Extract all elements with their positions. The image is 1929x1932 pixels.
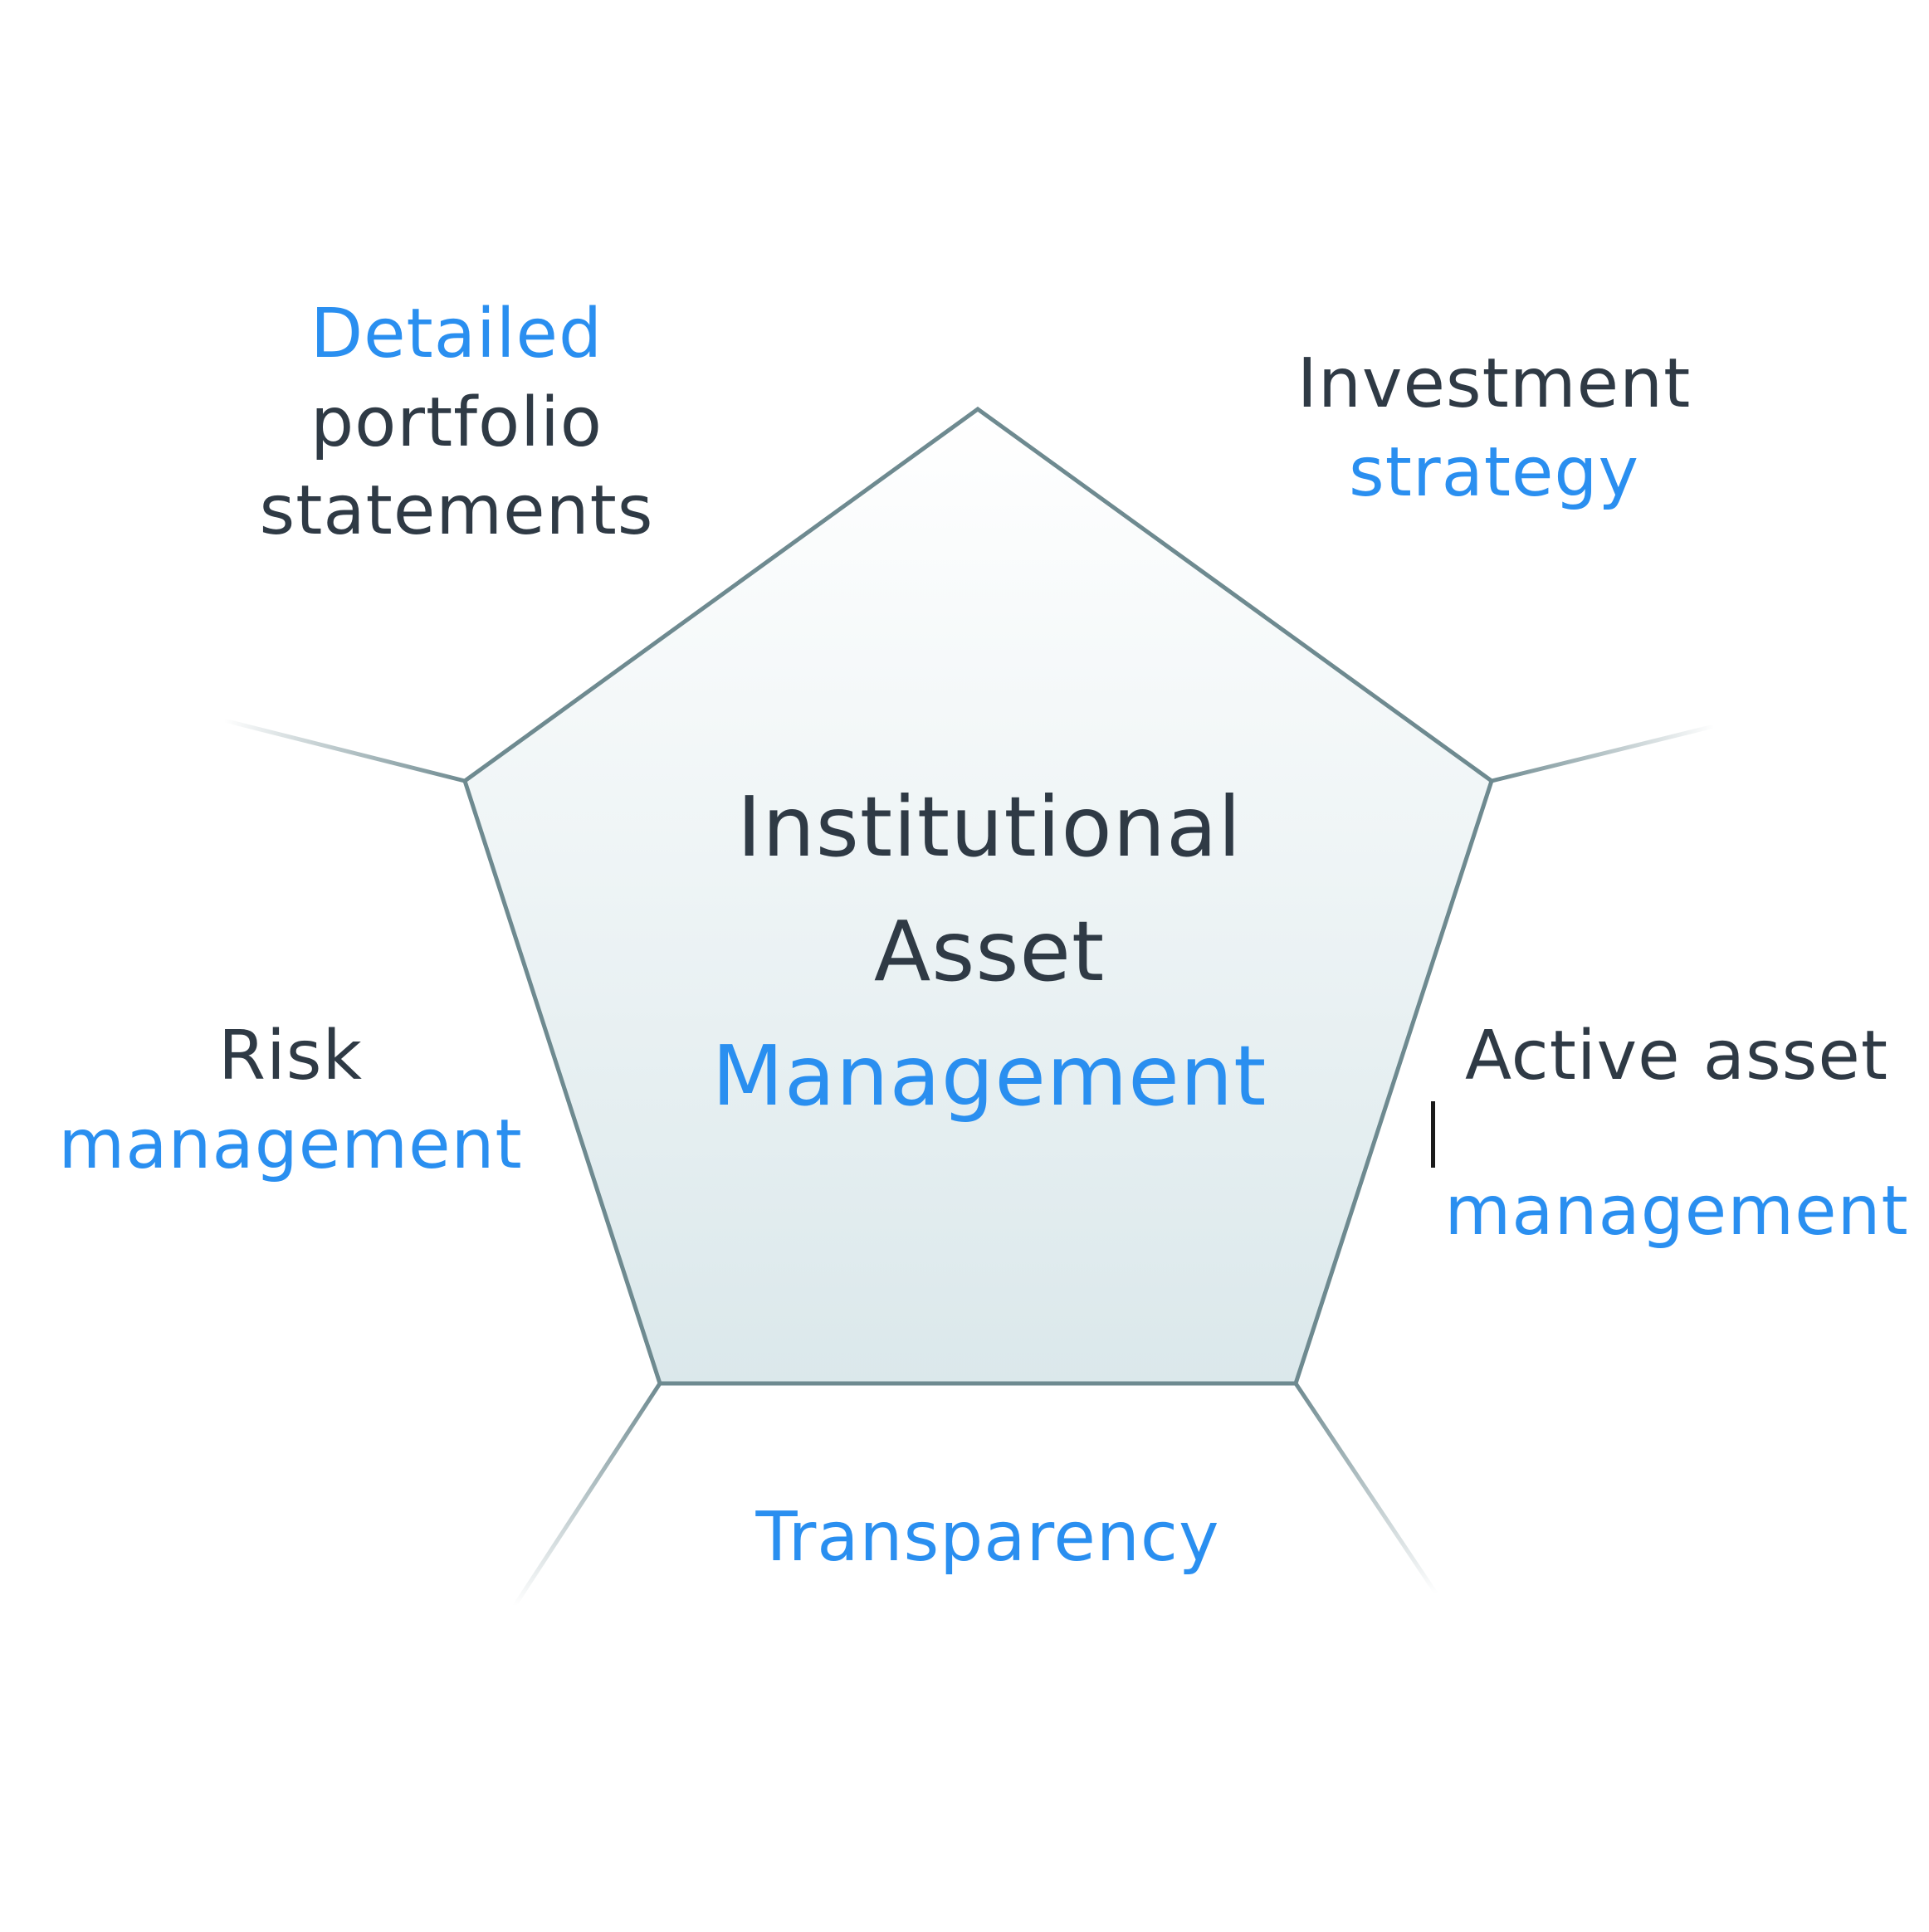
label-line: Transparency: [755, 1498, 1220, 1577]
label-line: Active asset: [1464, 1017, 1888, 1095]
center-title-line3: Management: [711, 1027, 1267, 1125]
label-line: portfolio: [310, 383, 603, 462]
label-active-asset-management: Active asset management: [1428, 1012, 1926, 1256]
label-transparency: Transparency: [697, 1494, 1278, 1583]
label-detailed-portfolio-statements: Detailed portfolio statements: [208, 290, 706, 556]
center-title-line2: Asset: [873, 903, 1106, 1000]
pentagon-shape: [462, 406, 1494, 1386]
label-line: strategy: [1348, 432, 1639, 512]
text-cursor-icon: [1431, 1100, 1435, 1168]
label-investment-strategy: Investment strategy: [1245, 340, 1743, 517]
center-title-line1: Institutional: [736, 778, 1243, 876]
label-line: Detailed: [310, 295, 603, 373]
spoke-right: [1491, 724, 1715, 783]
label-risk-management: Risk management: [33, 1012, 548, 1189]
label-line: statements: [259, 471, 654, 551]
label-line-with-cursor: Active asset: [1428, 1012, 1926, 1168]
label-line: management: [58, 1105, 523, 1184]
label-line: Risk: [218, 1017, 363, 1095]
center-title: Institutional Asset Management: [591, 765, 1388, 1139]
label-line: Investment: [1297, 344, 1692, 423]
spoke-bottom-right: [1293, 1382, 1438, 1595]
spoke-left: [223, 718, 466, 783]
spoke-bottom-left: [512, 1382, 662, 1608]
label-line: management: [1444, 1171, 1909, 1251]
